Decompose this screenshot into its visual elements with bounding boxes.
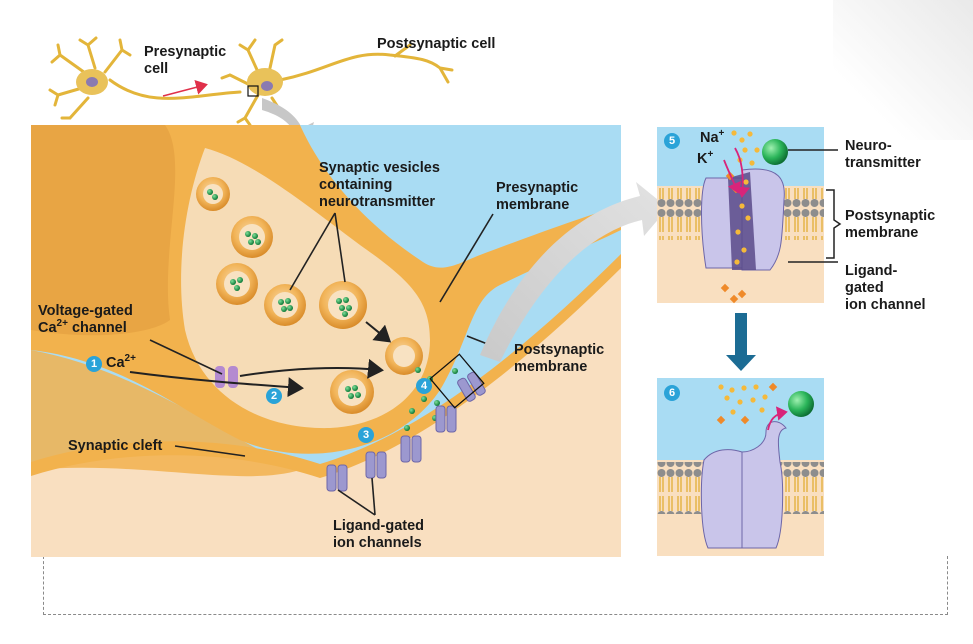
inset-zoom-arrow [480, 182, 668, 362]
presynaptic-nucleus [86, 77, 98, 87]
label-na-ion: Na+ [700, 128, 725, 146]
k-ions [716, 382, 778, 425]
postsynaptic-cell-body [31, 260, 621, 557]
vesicle-lumen [328, 290, 358, 320]
neurotransmitter-molecule [788, 391, 814, 417]
leader-lines [149, 212, 494, 516]
label-synaptic-cleft: Synaptic cleft [68, 438, 163, 454]
step-badge-2: 2 [266, 388, 282, 404]
vesicle-lumen [393, 345, 415, 367]
zoom-box [247, 85, 259, 97]
vesicle-lumen [203, 184, 223, 204]
synapse-panel [31, 125, 668, 557]
label-synaptic-vesicles: Synaptic vesicles containing neurotransm… [319, 160, 440, 210]
ligand-gated-channels [326, 371, 486, 492]
neurotransmitter-molecule [762, 139, 788, 165]
na-ions [718, 384, 768, 415]
neurotransmitter-molecules [207, 189, 458, 431]
step-badge-1: 1 [86, 356, 102, 372]
step-badge-5: 5 [664, 133, 680, 149]
axon-lower [31, 350, 300, 477]
vesicle-lumen [272, 292, 298, 318]
dashed-frame [43, 556, 948, 615]
axon-shaft [31, 125, 176, 336]
label-voltage-gated-channel: Voltage-gated Ca2+ channel [38, 303, 133, 336]
inset-zoom-box [429, 353, 485, 409]
vesicle-lumen [224, 271, 250, 297]
process-arrows [129, 321, 392, 398]
inset-step-6 [657, 378, 824, 556]
label-postsynaptic-cell: Postsynaptic cell [377, 36, 496, 52]
vesicle-lumen [338, 378, 366, 406]
synaptic-vesicles [196, 177, 423, 414]
postsynaptic-neuron [220, 38, 454, 127]
label-presynaptic-cell: Presynaptic cell [144, 44, 227, 77]
step-badge-6: 6 [664, 385, 680, 401]
channel-closed-left [700, 449, 743, 549]
label-ca-ion: Ca2+ [106, 353, 136, 371]
postsynaptic-nucleus [261, 81, 273, 91]
label-presynaptic-membrane: Presynaptic membrane [496, 180, 579, 213]
membrane-brace [826, 189, 842, 259]
label-ligand-gated-channels: Ligand-gated ion channels [333, 518, 425, 551]
inset-step-5 [657, 127, 842, 304]
vesicle-lumen [239, 224, 265, 250]
step-flow-arrow [726, 313, 756, 371]
label-k-ion: K+ [697, 149, 714, 167]
label-inset-postsynaptic-membrane: Postsynaptic membrane [845, 208, 936, 241]
channel-closed-right [741, 421, 787, 549]
label-neurotransmitter: Neuro- transmitter [845, 138, 921, 171]
label-postsynaptic-membrane: Postsynaptic membrane [514, 342, 605, 375]
label-ligand-gated-ion-channel: Ligand- gated ion channel [845, 263, 926, 313]
step-badge-3: 3 [358, 427, 374, 443]
presynaptic-neuron [48, 36, 242, 120]
signal-direction-arrow [162, 80, 208, 97]
step-badge-4: 4 [416, 378, 432, 394]
